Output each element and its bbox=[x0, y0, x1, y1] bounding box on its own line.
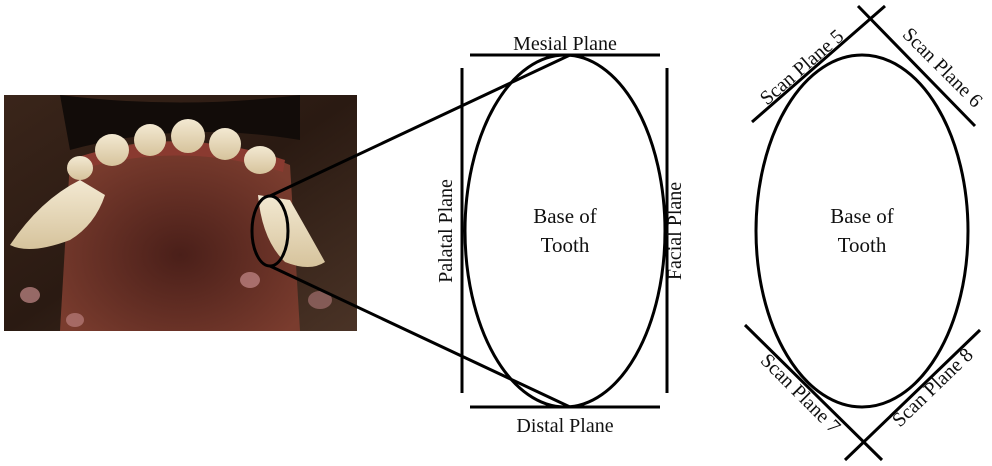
zoom-line-top bbox=[269, 53, 571, 198]
center-label-line2: Tooth bbox=[541, 233, 590, 257]
tooth-base-outline bbox=[463, 53, 667, 409]
scan-plane-7-label: Scan Plane 7 bbox=[756, 349, 845, 438]
jaw-photo bbox=[4, 95, 357, 331]
center-label-line1: Base of bbox=[533, 204, 597, 228]
left-canine bbox=[10, 180, 105, 249]
scan-plane-8-label: Scan Plane 8 bbox=[888, 344, 978, 432]
incisor-6 bbox=[67, 156, 93, 180]
palatal-plane-label: Palatal Plane bbox=[435, 179, 457, 283]
scan-plane-8-line bbox=[843, 328, 982, 462]
incisor-5 bbox=[244, 146, 276, 174]
scan-plane-6-label: Scan Plane 6 bbox=[898, 23, 987, 112]
orthogonal-planes-diagram: Base of Tooth Mesial Plane Distal Plane … bbox=[435, 33, 686, 437]
center-label-right-line2: Tooth bbox=[838, 233, 887, 257]
tissue-spot-3 bbox=[66, 313, 84, 327]
incisor-4 bbox=[209, 128, 241, 160]
tissue-spot-2 bbox=[240, 272, 260, 288]
tissue-spot-1 bbox=[20, 287, 40, 303]
incisor-1 bbox=[95, 134, 129, 166]
palate bbox=[60, 141, 300, 331]
distal-plane-label: Distal Plane bbox=[516, 415, 613, 437]
incisor-3 bbox=[171, 119, 205, 153]
scan-plane-5-label: Scan Plane 5 bbox=[756, 25, 848, 109]
center-label-right-line1: Base of bbox=[830, 204, 894, 228]
tissue-spot-4 bbox=[308, 291, 332, 309]
oblique-scan-planes-diagram: Base of Tooth Scan Plane 5 Scan Plane 6 … bbox=[743, 4, 987, 462]
scan-plane-7-line bbox=[743, 323, 884, 462]
facial-plane-label: Facial Plane bbox=[664, 182, 686, 280]
incisor-2 bbox=[134, 124, 166, 156]
scan-plane-5-line bbox=[751, 4, 886, 124]
scan-plane-6-line bbox=[856, 4, 977, 128]
tooth-base-outline-right bbox=[754, 53, 970, 409]
right-canine bbox=[258, 195, 325, 267]
mesial-plane-label: Mesial Plane bbox=[513, 33, 617, 55]
zoom-line-bottom bbox=[269, 264, 571, 409]
